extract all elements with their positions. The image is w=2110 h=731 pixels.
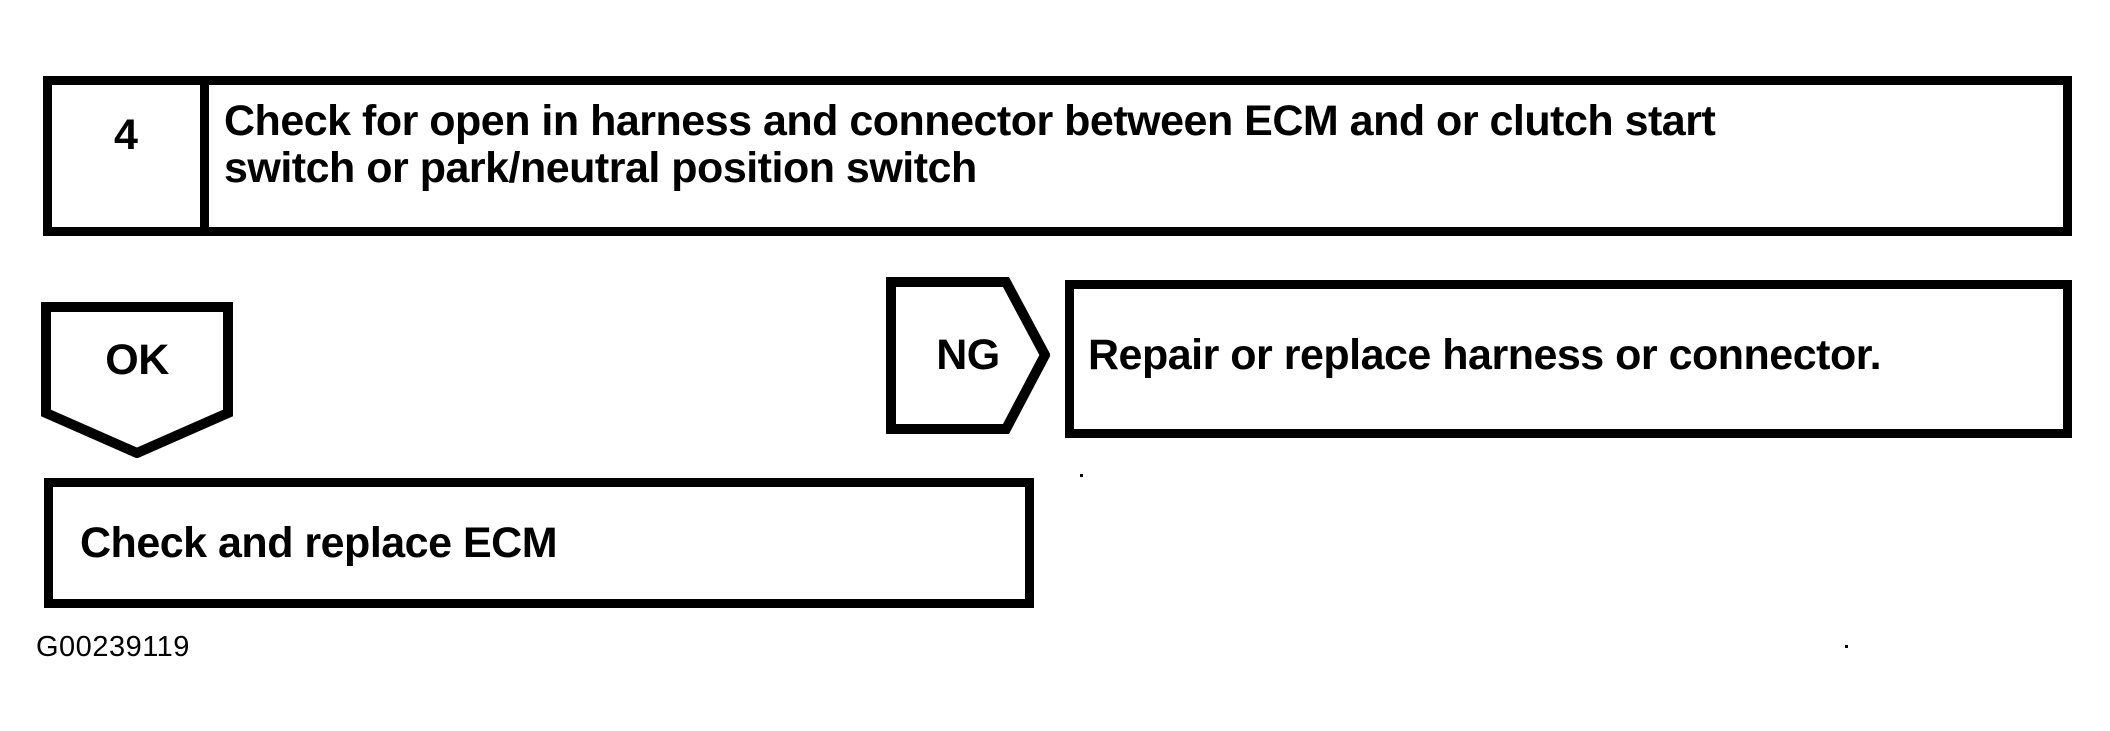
ok-connector: OK: [41, 302, 233, 458]
step-number: 4: [52, 85, 209, 227]
ok-pentagon-down-icon: [41, 302, 233, 458]
step-description-line-1: Check for open in harness and connector …: [224, 97, 1716, 145]
figure-id: G00239119: [36, 631, 190, 663]
scan-speck: [1845, 645, 1848, 648]
ng-connector: NG: [886, 277, 1050, 434]
ok-result-text: Check and replace ECM: [80, 518, 558, 567]
ok-result-box: Check and replace ECM: [44, 478, 1034, 608]
ng-pentagon-outline: [886, 277, 1050, 434]
scan-speck: [1080, 474, 1083, 477]
ok-pentagon-outline: [41, 302, 233, 458]
step-description-line-2: switch or park/neutral position switch: [224, 144, 977, 192]
step-description: Check for open in harness and connector …: [209, 85, 2063, 227]
ng-pentagon-right-icon: [886, 277, 1050, 434]
ng-result-text: Repair or replace harness or connector.: [1088, 330, 1882, 379]
ok-label: OK: [105, 336, 169, 384]
step-box: 4 Check for open in harness and connecto…: [43, 76, 2072, 236]
ng-result-box: Repair or replace harness or connector.: [1065, 280, 2072, 438]
ng-label: NG: [936, 331, 1000, 379]
